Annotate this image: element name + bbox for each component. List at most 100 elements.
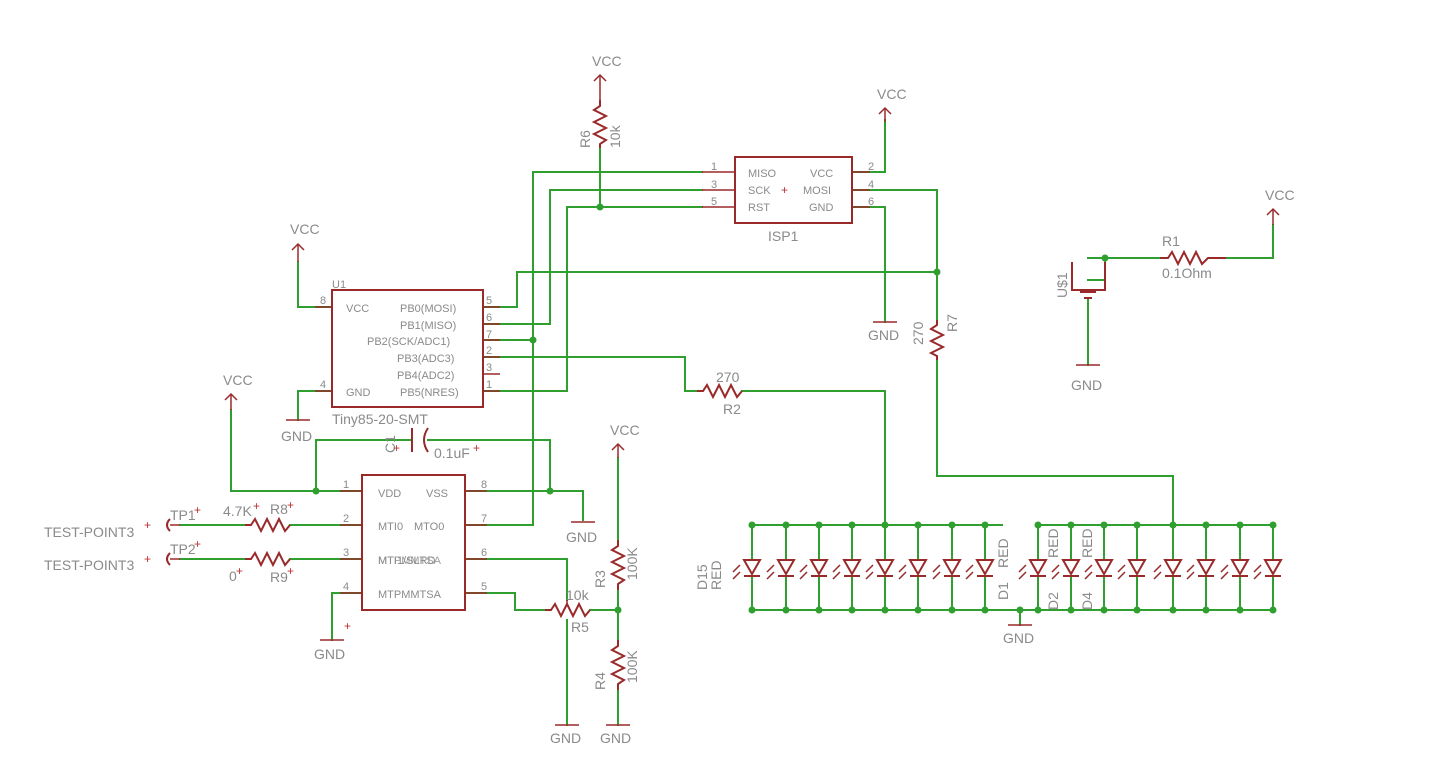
svg-text:10k: 10k: [566, 587, 590, 603]
svg-text:1: 1: [486, 379, 492, 391]
svg-text:+: +: [236, 564, 243, 578]
touch-controller-chip: VDD MTI0 MTI1/SLRD MTPMMTSA MTPMMTSA VSS…: [340, 474, 487, 633]
svg-text:TEST-POINT3: TEST-POINT3: [44, 557, 134, 573]
svg-text:4: 4: [868, 179, 874, 191]
svg-text:5: 5: [481, 581, 487, 593]
isp-header: MISO SCK RST VCC MOSI GND 1 3 5 2 4 6 + …: [702, 156, 874, 244]
led-junction: [981, 521, 989, 529]
svg-text:VCC: VCC: [810, 168, 833, 180]
svg-text:VCC: VCC: [592, 53, 622, 69]
svg-text:PB0(MOSI): PB0(MOSI): [400, 303, 456, 315]
svg-text:4.7K: 4.7K: [223, 503, 252, 519]
resistor-r8: 4.7K R8 + +: [223, 498, 294, 534]
svg-text:GND: GND: [281, 428, 312, 444]
vcc-symbol-u1: VCC: [290, 221, 320, 262]
vcc-symbol-r6: VCC: [592, 53, 622, 100]
svg-text:2: 2: [486, 345, 492, 357]
svg-text:RED: RED: [1079, 528, 1095, 558]
svg-text:D1: D1: [995, 582, 1011, 600]
svg-text:8: 8: [320, 295, 326, 307]
svg-text:3: 3: [486, 362, 492, 374]
svg-text:PB5(NRES): PB5(NRES): [400, 387, 459, 399]
svg-text:ISP1: ISP1: [768, 228, 799, 244]
svg-text:VCC: VCC: [610, 422, 640, 438]
gnd-symbol-r4: GND: [600, 724, 631, 746]
led-diode: [1220, 524, 1250, 611]
svg-text:VCC: VCC: [223, 372, 253, 388]
gnd-symbol-isp: GND: [868, 321, 899, 343]
svg-text:TP1: TP1: [170, 507, 196, 523]
resistor-r2: 270 R2: [697, 369, 743, 417]
svg-text:VCC: VCC: [1265, 187, 1295, 203]
svg-text:+: +: [287, 498, 294, 512]
svg-text:R9: R9: [270, 569, 288, 585]
test-point-tp2: TP2 TEST-POINT3 + +: [44, 537, 201, 573]
svg-text:VSS: VSS: [426, 488, 448, 500]
svg-text:RED: RED: [708, 560, 724, 590]
led-diode: [1253, 524, 1283, 611]
svg-text:+: +: [253, 499, 260, 513]
led-junction: [981, 606, 989, 614]
led-junction: [914, 606, 922, 614]
svg-text:6: 6: [868, 196, 874, 208]
svg-text:1: 1: [711, 161, 717, 173]
led-junction: [881, 606, 889, 614]
u1-microcontroller: U1 VCC GND 8 4 PB0(MOSI) PB1(MISO) PB2(S…: [315, 279, 500, 427]
resistor-r6: R6 10k: [577, 100, 623, 148]
led-junction: [1236, 606, 1244, 614]
led-diode: [1051, 524, 1081, 611]
led-junction: [881, 521, 889, 529]
vcc-symbol-isp: VCC: [877, 86, 907, 122]
svg-text:+: +: [144, 552, 151, 566]
svg-text:D2: D2: [1045, 592, 1061, 610]
svg-text:R8: R8: [270, 501, 288, 517]
svg-text:6: 6: [481, 547, 487, 559]
svg-text:+: +: [194, 503, 201, 517]
vcc-symbol-r1: VCC: [1265, 187, 1295, 225]
svg-text:+: +: [473, 441, 480, 455]
led-labels: D15 RED D1 RED D2 RED D4 RED: [694, 528, 1095, 610]
svg-text:4: 4: [343, 581, 349, 593]
svg-text:5: 5: [711, 196, 717, 208]
svg-text:R4: R4: [592, 672, 608, 690]
svg-text:GND: GND: [550, 730, 581, 746]
svg-text:Tiny85-20-SMT: Tiny85-20-SMT: [332, 411, 428, 427]
resistor-r1: R1 0.1Ohm: [1160, 233, 1226, 281]
svg-text:GND: GND: [868, 327, 899, 343]
led-diode: [1018, 524, 1048, 611]
svg-text:R7: R7: [944, 314, 960, 332]
led-junction: [748, 606, 756, 614]
svg-text:+: +: [144, 518, 151, 532]
led-diode: [1084, 524, 1114, 611]
svg-text:GND: GND: [1003, 630, 1034, 646]
led-junction: [1169, 521, 1177, 529]
led-junction: [1034, 606, 1042, 614]
svg-text:GND: GND: [1071, 377, 1102, 393]
svg-text:MOSI: MOSI: [803, 185, 831, 197]
test-point-tp1: TP1 TEST-POINT3 + +: [44, 503, 201, 540]
svg-text:2: 2: [343, 513, 349, 525]
led-diode: [799, 524, 829, 611]
svg-text:U$1: U$1: [1054, 272, 1070, 298]
svg-text:0: 0: [229, 568, 237, 584]
led-array: [732, 521, 1283, 614]
svg-text:270: 270: [716, 369, 740, 385]
led-diode: [1186, 524, 1216, 611]
led-diode: [766, 524, 796, 611]
vcc-symbol-r3: VCC: [610, 422, 640, 458]
svg-text:RED: RED: [995, 538, 1011, 568]
gnd-symbol-leds: GND: [1003, 624, 1034, 646]
resistor-r4: R4 100K: [592, 640, 640, 690]
resistor-r5: 10k R5: [545, 587, 591, 635]
capacitor-c1: C1 0.1uF + +: [382, 427, 480, 461]
svg-text:3: 3: [711, 179, 717, 191]
led-junction: [1100, 521, 1108, 529]
led-junction: [848, 606, 856, 614]
led-junction: [1202, 521, 1210, 529]
svg-text:GND: GND: [566, 529, 597, 545]
svg-text:R5: R5: [571, 619, 589, 635]
svg-text:RST: RST: [748, 202, 770, 214]
led-junction: [848, 521, 856, 529]
svg-text:270: 270: [910, 321, 926, 345]
svg-text:MTPMMTSA: MTPMMTSA: [378, 555, 442, 567]
